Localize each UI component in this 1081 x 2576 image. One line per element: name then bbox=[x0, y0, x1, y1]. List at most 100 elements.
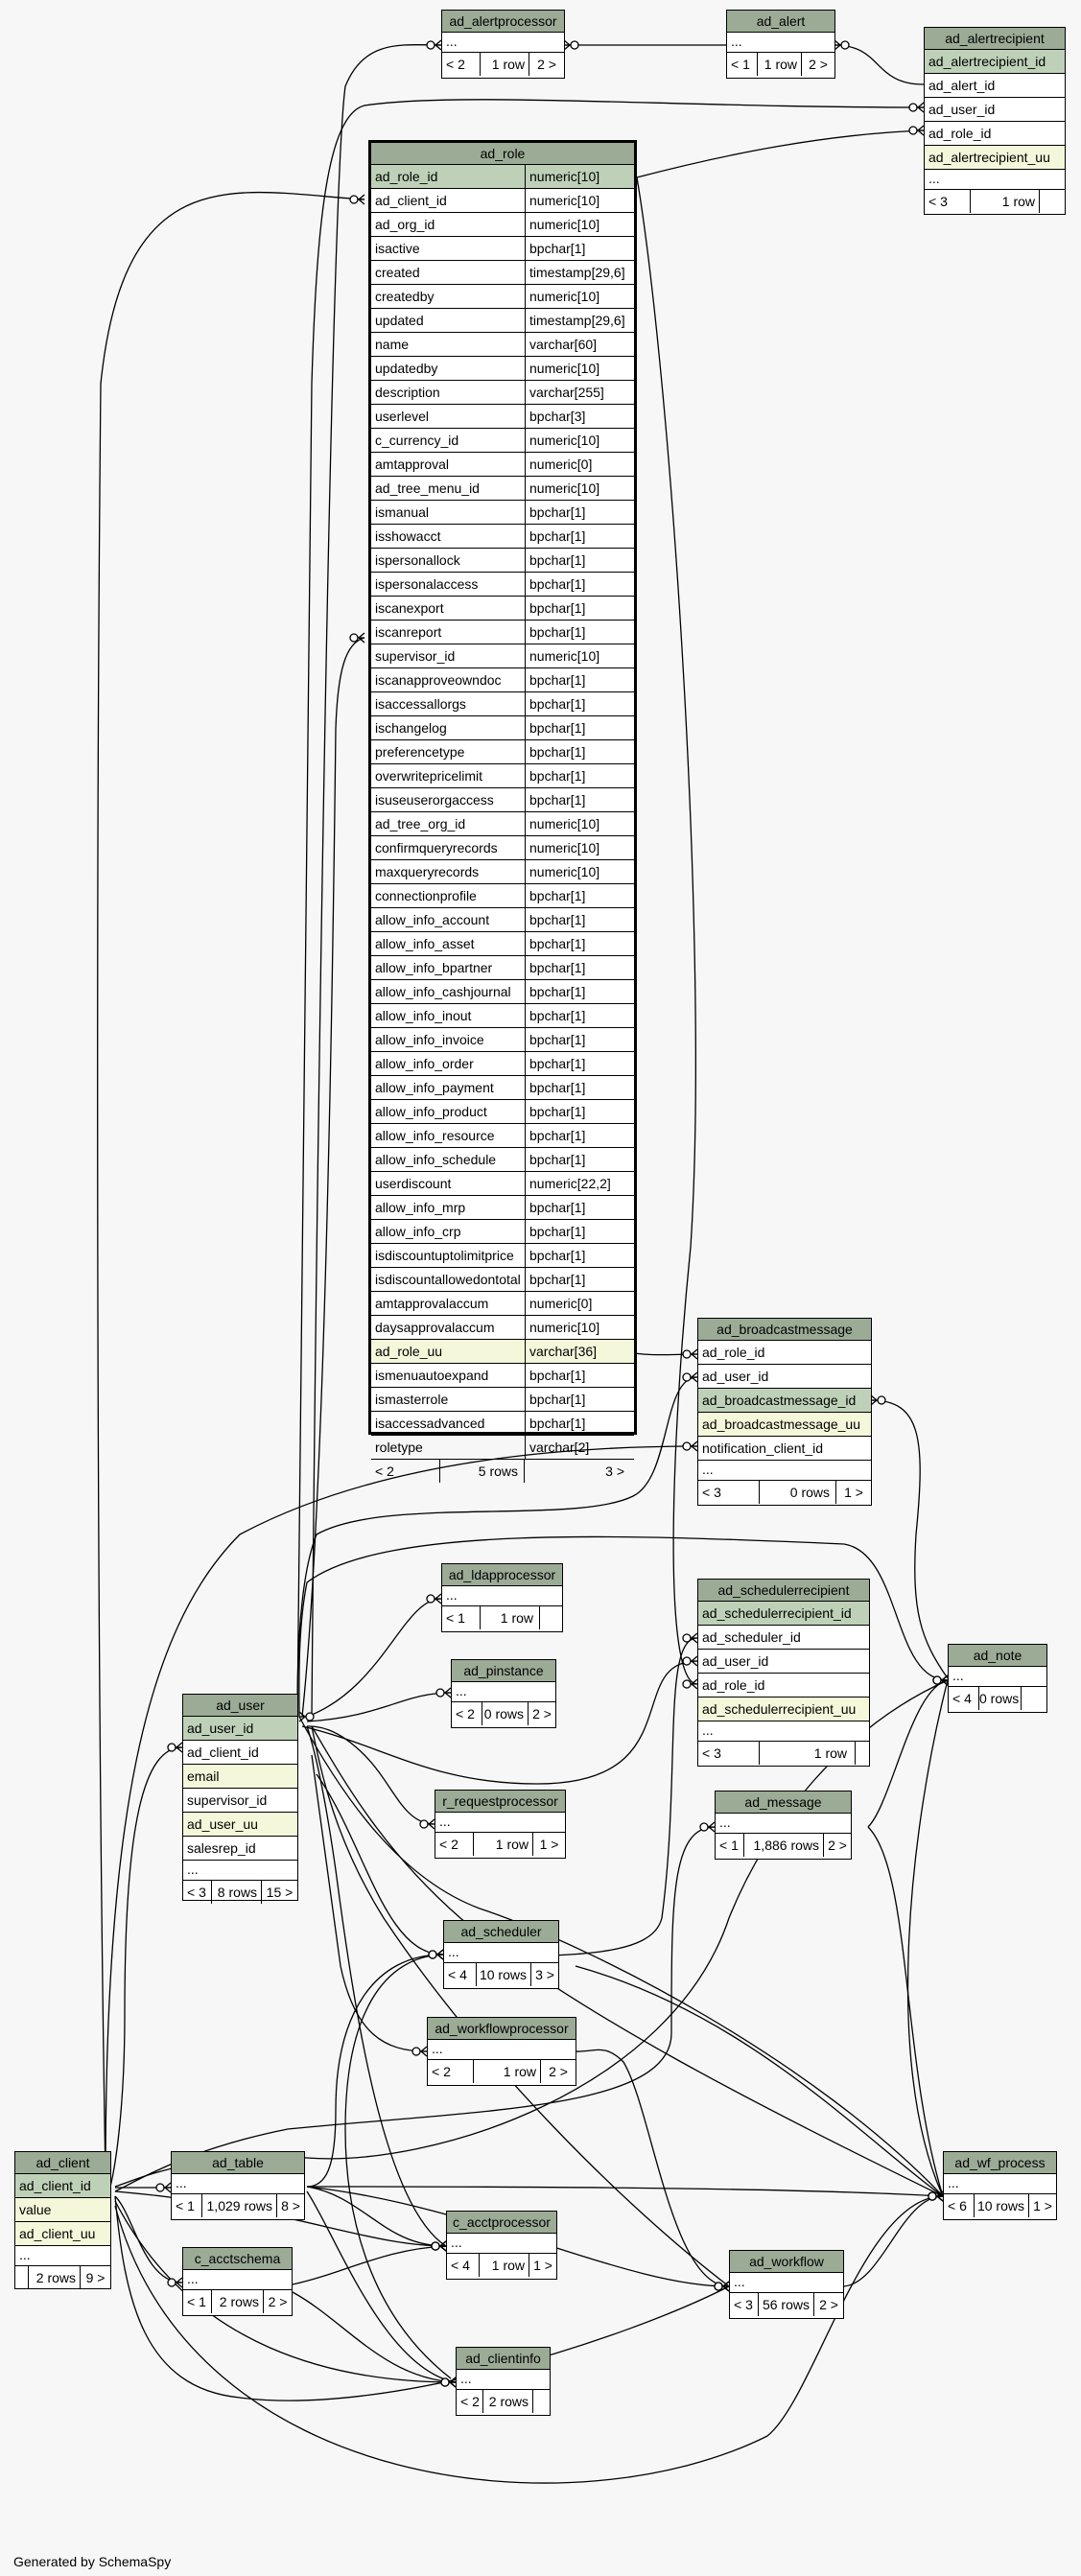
table-ad-alert[interactable]: ad_alert ... < 1 1 row 2 > bbox=[726, 10, 835, 79]
column-divider bbox=[525, 1196, 526, 1219]
table-title: ad_broadcastmessage bbox=[698, 1319, 871, 1341]
table-ad-broadcastmessage[interactable]: ad_broadcastmessage ad_role_id ad_user_i… bbox=[697, 1318, 872, 1506]
table-ad-schedulerrecipient[interactable]: ad_schedulerrecipient ad_schedulerrecipi… bbox=[697, 1579, 870, 1767]
column-divider bbox=[525, 525, 526, 548]
children-count[interactable]: 1 > bbox=[844, 1485, 863, 1500]
column-ad-schedulerrecipient-id: ad_schedulerrecipient_id bbox=[698, 1602, 869, 1626]
table-ad-pinstance[interactable]: ad_pinstance ... < 2 0 rows 2 > bbox=[451, 1659, 556, 1728]
column-name: isshowacct bbox=[375, 528, 441, 544]
children-count[interactable]: 2 > bbox=[809, 57, 828, 72]
children-count[interactable]: 2 > bbox=[828, 1838, 847, 1853]
table-ad-client[interactable]: ad_client ad_client_id value ad_client_u… bbox=[14, 2151, 111, 2289]
column-name: iscanapproveowndoc bbox=[375, 672, 502, 688]
crows-foot-marker bbox=[721, 2281, 730, 2292]
children-count[interactable]: 3 > bbox=[535, 1967, 554, 1982]
column-divider bbox=[525, 405, 526, 428]
children-count[interactable]: 2 > bbox=[819, 2297, 838, 2312]
table-ad-workflowprocessor[interactable]: ad_workflowprocessor ... < 2 1 row 2 > bbox=[427, 2017, 576, 2086]
column-name: amtapprovalaccum bbox=[375, 1296, 489, 1311]
table-ad-alertprocessor[interactable]: ad_alertprocessor ... < 2 1 row 2 > bbox=[441, 10, 565, 79]
parents-count[interactable] bbox=[15, 2266, 29, 2289]
table-c-acctschema[interactable]: c_acctschema ... < 1 2 rows 2 > bbox=[182, 2247, 293, 2316]
edge-scheduler-user bbox=[316, 1773, 444, 1955]
parents-count[interactable]: < 3 bbox=[698, 1481, 760, 1504]
parents-count[interactable]: < 2 bbox=[452, 1702, 482, 1725]
edge-clientinfo-acctschema bbox=[292, 2291, 457, 2383]
column-name: allow_info_asset bbox=[375, 936, 475, 951]
table-ad-ldapprocessor[interactable]: ad_ldapprocessor ... < 1 1 row bbox=[441, 1563, 563, 1632]
parents-count[interactable]: < 1 bbox=[727, 53, 758, 76]
crows-foot-marker bbox=[298, 1711, 307, 1722]
rows-count: 2 rows bbox=[212, 2290, 264, 2313]
table-c-acctprocessor[interactable]: c_acctprocessor ... < 4 1 row 1 > bbox=[446, 2211, 557, 2280]
parents-count[interactable]: < 4 bbox=[444, 1963, 477, 1986]
table-ad-alertrecipient[interactable]: ad_alertrecipient ad_alertrecipient_id a… bbox=[924, 27, 1066, 215]
parents-count[interactable]: < 3 bbox=[730, 2293, 759, 2316]
parents-count[interactable]: < 2 bbox=[371, 1460, 440, 1483]
edge-ldap-user bbox=[306, 1598, 442, 1718]
parents-count[interactable]: < 1 bbox=[172, 2194, 202, 2217]
crows-foot-marker bbox=[916, 125, 925, 136]
parents-count[interactable]: < 1 bbox=[716, 1834, 744, 1857]
crows-foot-marker bbox=[175, 1742, 183, 1753]
parents-count[interactable]: < 2 bbox=[428, 2060, 474, 2083]
parents-count[interactable]: < 3 bbox=[183, 1881, 212, 1904]
table-ad-scheduler[interactable]: ad_scheduler ... < 4 10 rows 3 > bbox=[443, 1920, 559, 1989]
column-type: numeric[10] bbox=[529, 816, 600, 831]
optional-marker bbox=[167, 1743, 176, 1752]
optional-marker bbox=[877, 1395, 886, 1405]
parents-count[interactable]: < 3 bbox=[925, 190, 971, 213]
column-name: isaccessadvanced bbox=[375, 1416, 485, 1431]
parents-count[interactable]: < 1 bbox=[183, 2290, 212, 2313]
children-count[interactable]: 3 > bbox=[605, 1464, 624, 1479]
children-count[interactable]: 2 > bbox=[268, 2294, 288, 2309]
parents-count[interactable]: < 1 bbox=[442, 1606, 481, 1629]
table-ad-note[interactable]: ad_note ... < 4 0 rows bbox=[948, 1644, 1047, 1713]
table-ad-clientinfo[interactable]: ad_clientinfo ... < 2 2 rows bbox=[456, 2347, 551, 2416]
table-ad-workflow[interactable]: ad_workflow ... < 3 56 rows 2 > bbox=[729, 2250, 844, 2319]
column-type: bpchar[1] bbox=[529, 936, 586, 951]
parents-count[interactable]: < 3 bbox=[698, 1742, 760, 1765]
parents-count[interactable]: < 2 bbox=[457, 2390, 483, 2413]
table-title: ad_alertprocessor bbox=[442, 11, 564, 33]
children-count[interactable]: 2 > bbox=[532, 1706, 552, 1721]
table-ad-wf-process[interactable]: ad_wf_process ... < 6 10 rows 1 > bbox=[943, 2151, 1057, 2220]
column-divider bbox=[525, 573, 526, 596]
children-count[interactable]: 1 > bbox=[533, 2258, 552, 2273]
column-divider bbox=[525, 1004, 526, 1027]
rows-count: 0 rows bbox=[482, 1702, 529, 1725]
column-name: ispersonalaccess bbox=[375, 576, 479, 592]
parents-count[interactable]: < 4 bbox=[447, 2254, 480, 2277]
edge-workflow-client bbox=[114, 2195, 730, 2401]
column-ad-scheduler-id: ad_scheduler_id bbox=[698, 1626, 869, 1650]
column-email: email bbox=[183, 1765, 297, 1789]
column-value: value bbox=[15, 2198, 110, 2222]
column-name: allow_info_schedule bbox=[375, 1152, 497, 1167]
optional-marker bbox=[426, 40, 435, 50]
more-columns: ... bbox=[716, 1814, 851, 1834]
parents-count[interactable]: < 2 bbox=[435, 1833, 474, 1856]
children-count[interactable]: 2 > bbox=[549, 2064, 568, 2079]
parents-count[interactable]: < 2 bbox=[442, 53, 481, 76]
parents-count[interactable]: < 4 bbox=[949, 1687, 979, 1710]
children-count[interactable]: 9 > bbox=[85, 2270, 106, 2285]
children-count[interactable]: 1 > bbox=[539, 1837, 559, 1852]
rows-count: 5 rows bbox=[440, 1460, 525, 1483]
children-count[interactable]: 2 > bbox=[537, 57, 556, 72]
edge-acctproc-user bbox=[306, 1725, 447, 2247]
children-count[interactable]: 15 > bbox=[266, 1885, 294, 1900]
children-count[interactable]: 1 > bbox=[1033, 2198, 1052, 2213]
table-ad-user[interactable]: ad_user ad_user_id ad_client_id email su… bbox=[182, 1694, 298, 1904]
table-ad-message[interactable]: ad_message ... < 1 1,886 rows 2 > bbox=[715, 1791, 852, 1860]
column-name: ad_tree_org_id bbox=[375, 816, 466, 831]
table-r-requestprocessor[interactable]: r_requestprocessor ... < 2 1 row 1 > bbox=[435, 1790, 566, 1859]
optional-marker bbox=[349, 633, 359, 643]
children-count[interactable]: 8 > bbox=[281, 2198, 300, 2213]
parents-count[interactable]: < 6 bbox=[944, 2194, 975, 2217]
table-ad-table[interactable]: ad_table ... < 1 1,029 rows 8 > bbox=[171, 2151, 305, 2220]
